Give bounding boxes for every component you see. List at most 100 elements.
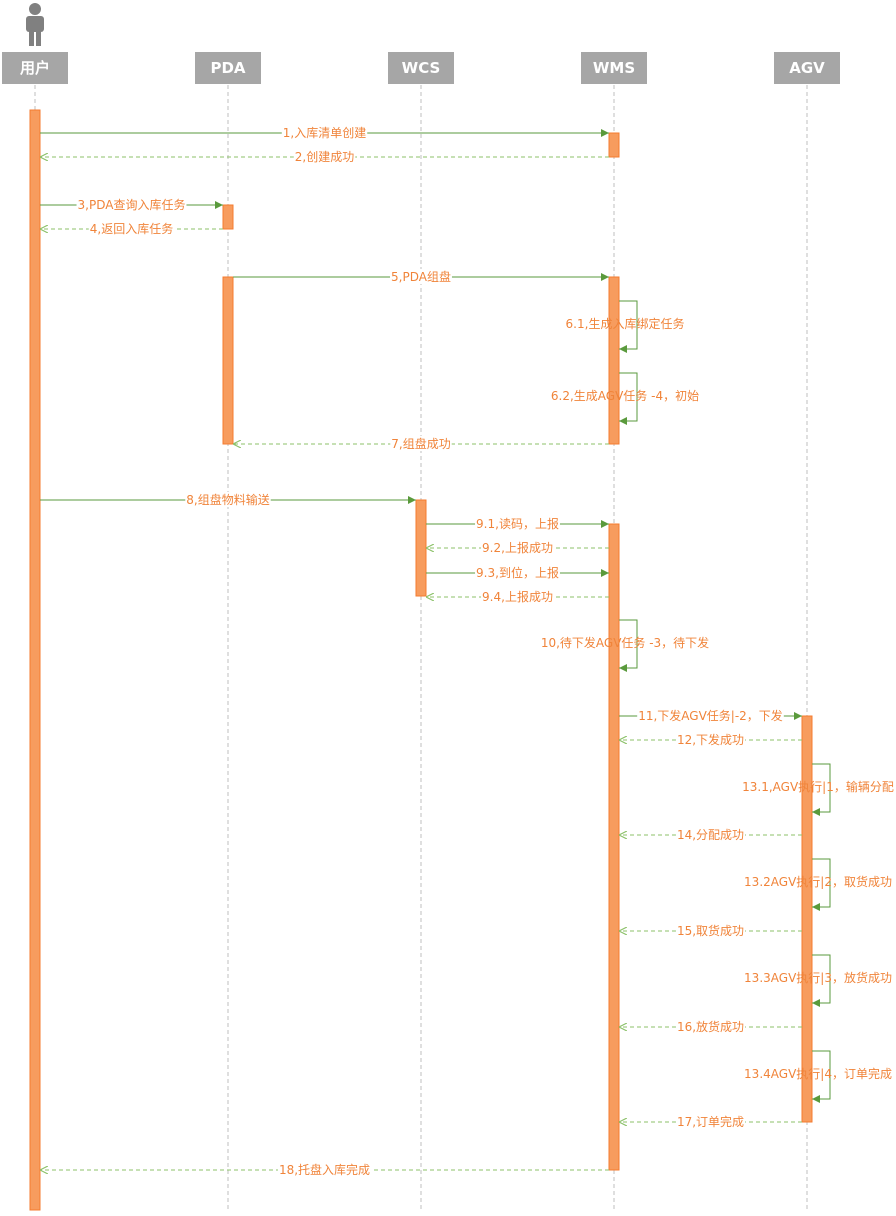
message-label: 15,取货成功 — [677, 923, 744, 938]
message-label: 4,返回入库任务 — [90, 221, 173, 236]
participant-box — [195, 52, 261, 84]
label-background — [293, 150, 356, 164]
participant-box — [581, 52, 647, 84]
message-8: 7,组盘成功 — [233, 436, 609, 451]
message-2: 2,创建成功 — [40, 150, 609, 164]
participant-label: 用户 — [20, 59, 50, 77]
label-background — [675, 732, 746, 747]
activations — [29, 109, 813, 1211]
label-background — [481, 540, 554, 555]
message-4: 4,返回入库任务 — [40, 221, 223, 236]
label-background — [481, 589, 554, 604]
message-9: 8,组盘物料输送 — [40, 492, 416, 507]
message-label: 10,待下发AGV任务 -3，待下发 — [541, 635, 709, 650]
message-16: 12,下发成功 — [619, 732, 802, 747]
messages: 1,入库清单创建 2,创建成功 3,PDA查询入库任务 4,返回入库任务 5,PDA组盘… — [40, 125, 894, 1177]
participant-wms: WMS — [581, 52, 647, 84]
message-13: 9.4,上报成功 — [426, 589, 609, 604]
activation-agv — [801, 715, 813, 1123]
message-label: 13.1,AGV执行|1，输辆分配 — [742, 779, 894, 794]
message-label: 8,组盘物料输送 — [186, 492, 269, 507]
person-icon — [26, 3, 44, 46]
message-label: 16,放货成功 — [677, 1019, 744, 1034]
label-background — [390, 269, 452, 284]
message-label: 6.2,生成AGV任务 -4，初始 — [551, 388, 699, 403]
message-23: 13.4AGV执行|4，订单完成 — [744, 1050, 892, 1103]
participant-box — [388, 52, 454, 84]
activation-user — [29, 109, 41, 1211]
message-label: 1,入库清单创建 — [283, 125, 366, 140]
message-19: 13.2AGV执行|2，取货成功 — [744, 858, 892, 911]
message-22: 16,放货成功 — [619, 1019, 802, 1034]
activation-pda — [222, 204, 234, 230]
label-background — [88, 221, 175, 236]
participant-wcs: WCS — [388, 52, 454, 84]
message-label: 3,PDA查询入库任务 — [78, 197, 186, 212]
participant-agv: AGV — [774, 52, 840, 84]
self-message-arrow — [812, 763, 831, 816]
participant-label: AGV — [789, 59, 825, 77]
label-background — [390, 436, 452, 451]
message-1: 1,入库清单创建 — [40, 125, 609, 140]
self-message-arrow — [619, 300, 638, 353]
message-24: 17,订单完成 — [619, 1114, 802, 1129]
message-18: 14,分配成功 — [619, 828, 802, 842]
activation-pda — [222, 276, 234, 445]
label-background — [76, 197, 187, 212]
label-background — [675, 1114, 746, 1129]
message-label: 2,创建成功 — [295, 150, 354, 164]
message-3: 3,PDA查询入库任务 — [40, 197, 223, 212]
label-background — [185, 492, 271, 507]
participant-label: PDA — [210, 59, 245, 77]
message-label: 12,下发成功 — [677, 732, 744, 747]
activation-wms — [608, 276, 620, 445]
label-background — [475, 565, 560, 580]
label-background — [277, 1162, 372, 1177]
participants: 用户 PDA WCS WMS AGV — [2, 52, 840, 84]
label-background — [281, 125, 368, 140]
message-label: 9.2,上报成功 — [482, 540, 553, 555]
message-label: 18,托盘入库完成 — [279, 1162, 370, 1177]
message-7: 6.2,生成AGV任务 -4，初始 — [551, 372, 699, 425]
message-label: 9.1,读码，上报 — [476, 516, 559, 531]
participant-label: WCS — [402, 59, 441, 77]
message-label: 13.4AGV执行|4，订单完成 — [744, 1066, 892, 1081]
message-label: 11,下发AGV任务|-2，下发 — [638, 708, 783, 723]
participant-box — [774, 52, 840, 84]
message-label: 13.3AGV执行|3，放货成功 — [744, 970, 892, 985]
label-background — [675, 1019, 746, 1034]
message-label: 5,PDA组盘 — [391, 269, 451, 284]
message-10: 9.1,读码，上报 — [426, 516, 609, 531]
message-17: 13.1,AGV执行|1，输辆分配 — [742, 763, 894, 816]
self-message-arrow — [619, 372, 638, 425]
message-25: 18,托盘入库完成 — [40, 1162, 609, 1177]
message-6: 6.1,生成入库绑定任务 — [566, 300, 685, 353]
message-label: 6.1,生成入库绑定任务 — [566, 316, 685, 331]
activation-wms — [608, 132, 620, 158]
label-background — [475, 516, 560, 531]
message-label: 9.4,上报成功 — [482, 589, 553, 604]
message-label: 17,订单完成 — [677, 1114, 744, 1129]
label-background — [675, 828, 746, 842]
activation-wcs — [415, 499, 427, 597]
message-label: 14,分配成功 — [677, 828, 744, 842]
message-14: 10,待下发AGV任务 -3，待下发 — [541, 619, 709, 672]
participant-user: 用户 — [2, 52, 68, 84]
message-20: 15,取货成功 — [619, 923, 802, 938]
activation-wms — [608, 523, 620, 1171]
self-message-arrow — [619, 619, 638, 672]
participant-label: WMS — [593, 59, 635, 77]
participant-pda: PDA — [195, 52, 261, 84]
message-15: 11,下发AGV任务|-2，下发 — [619, 708, 802, 723]
label-background — [637, 708, 784, 723]
label-background — [675, 923, 746, 938]
message-11: 9.2,上报成功 — [426, 540, 609, 555]
message-label: 13.2AGV执行|2，取货成功 — [744, 874, 892, 889]
message-5: 5,PDA组盘 — [233, 269, 609, 284]
self-message-arrow — [812, 954, 831, 1007]
message-label: 7,组盘成功 — [391, 436, 450, 451]
self-message-arrow — [812, 858, 831, 911]
message-12: 9.3,到位，上报 — [426, 565, 609, 580]
message-label: 9.3,到位，上报 — [476, 565, 559, 580]
